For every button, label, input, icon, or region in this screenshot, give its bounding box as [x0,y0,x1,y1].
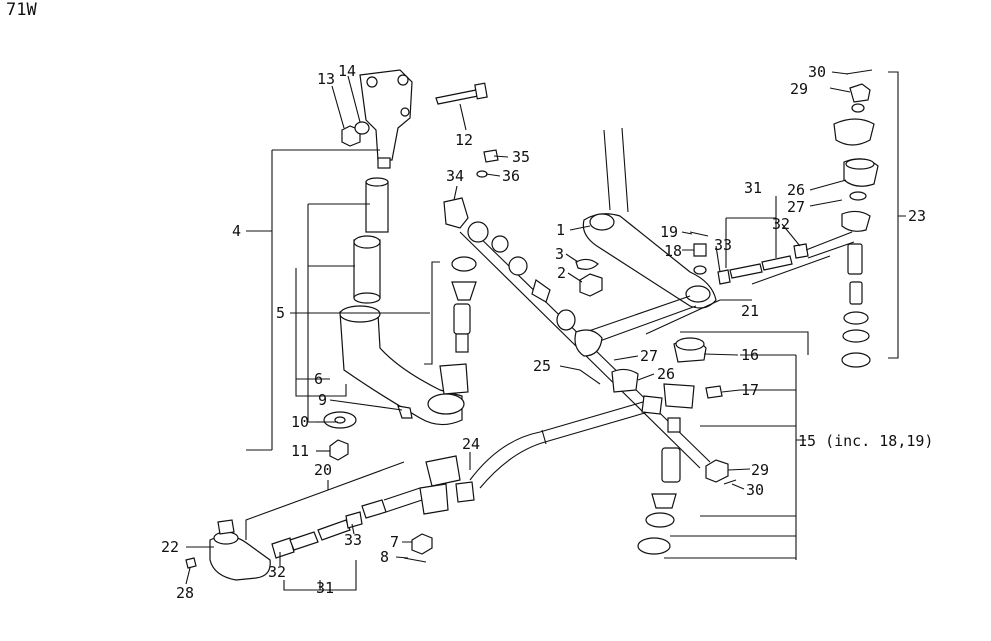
callout-14: 14 [338,62,356,80]
callout-10: 10 [291,413,309,431]
callout-13: 13 [317,70,335,88]
callout-32-left: 32 [268,563,286,581]
callout-2: 2 [557,264,566,282]
callout-4: 4 [232,222,241,240]
cotter-pin-8-part [403,557,427,563]
left-tie-rod-part [185,487,423,581]
idler-bracket-part [359,69,413,169]
callout-12: 12 [455,131,473,149]
callout-21: 21 [741,302,759,320]
bolt-18-part [689,231,709,275]
callout-29-top: 29 [790,80,808,98]
nut-2-part [579,273,603,297]
callout-30-lower: 30 [746,481,764,499]
castle-nut-29-part [705,459,729,483]
callout-16: 16 [741,346,759,364]
callout-22: 22 [161,538,179,556]
leader-lines [185,71,906,591]
callout-17: 17 [741,381,759,399]
bolt-9-part [397,405,413,419]
callout-6: 6 [314,370,323,388]
callout-35: 35 [512,148,530,166]
center-link-part [459,221,711,469]
callout-20: 20 [314,461,332,479]
bolt-35-part [476,149,499,178]
callout-25: 25 [533,357,551,375]
callout-29-lower: 29 [751,461,769,479]
idler-bushing-part [353,177,389,304]
callout-27-right: 27 [787,198,805,216]
callout-5: 5 [276,304,285,322]
right-knuckle-part [833,69,879,368]
ball-joint-boot-part [439,256,477,395]
callout-27-lower: 27 [640,347,658,365]
callout-24: 24 [462,435,480,453]
callout-36: 36 [502,167,520,185]
callout-26-right: 26 [787,181,805,199]
callout-34: 34 [446,167,464,185]
adjust-sleeve-right-part [717,231,855,285]
callout-1: 1 [556,221,565,239]
callout-33-right: 33 [714,236,732,254]
clip-34-part [443,197,469,229]
callout-33-left: 33 [344,531,362,549]
callout-30-top: 30 [808,63,826,81]
nut-13-part [341,121,370,147]
callout-labels: 13 14 12 35 36 34 4 5 6 9 10 11 1 3 2 19… [161,62,933,602]
washer-10-part [323,411,357,429]
idler-arm-part [339,305,465,426]
drag-link-part [574,295,697,357]
callout-7: 7 [390,533,399,551]
callout-23: 23 [908,207,926,225]
diagram-code: 71W [6,0,37,20]
callout-9: 9 [318,391,327,409]
pitman-arm-part [582,127,717,309]
callout-8: 8 [380,548,389,566]
callout-28: 28 [176,584,194,602]
nut-11-part [329,439,349,461]
callout-31-left: 31 [316,579,334,597]
tie-rod-end-inner-part [419,455,475,515]
callout-3: 3 [555,245,564,263]
right-joint-stack-part [611,337,707,555]
callout-15: 15 (inc. 18,19) [798,432,933,450]
bolt-17-part [705,385,723,399]
callout-26-lower: 26 [657,365,675,383]
cotter-pin-30-part [723,479,737,485]
callout-11: 11 [291,442,309,460]
tie-rod-24-part [469,399,656,489]
callout-31-right: 31 [744,179,762,197]
callout-18: 18 [664,242,682,260]
callout-32-right: 32 [772,215,790,233]
lock-washer-3-part [575,258,599,270]
castle-nut-7-part [411,533,433,555]
bolt-12-part [435,82,488,105]
callout-19: 19 [660,223,678,241]
